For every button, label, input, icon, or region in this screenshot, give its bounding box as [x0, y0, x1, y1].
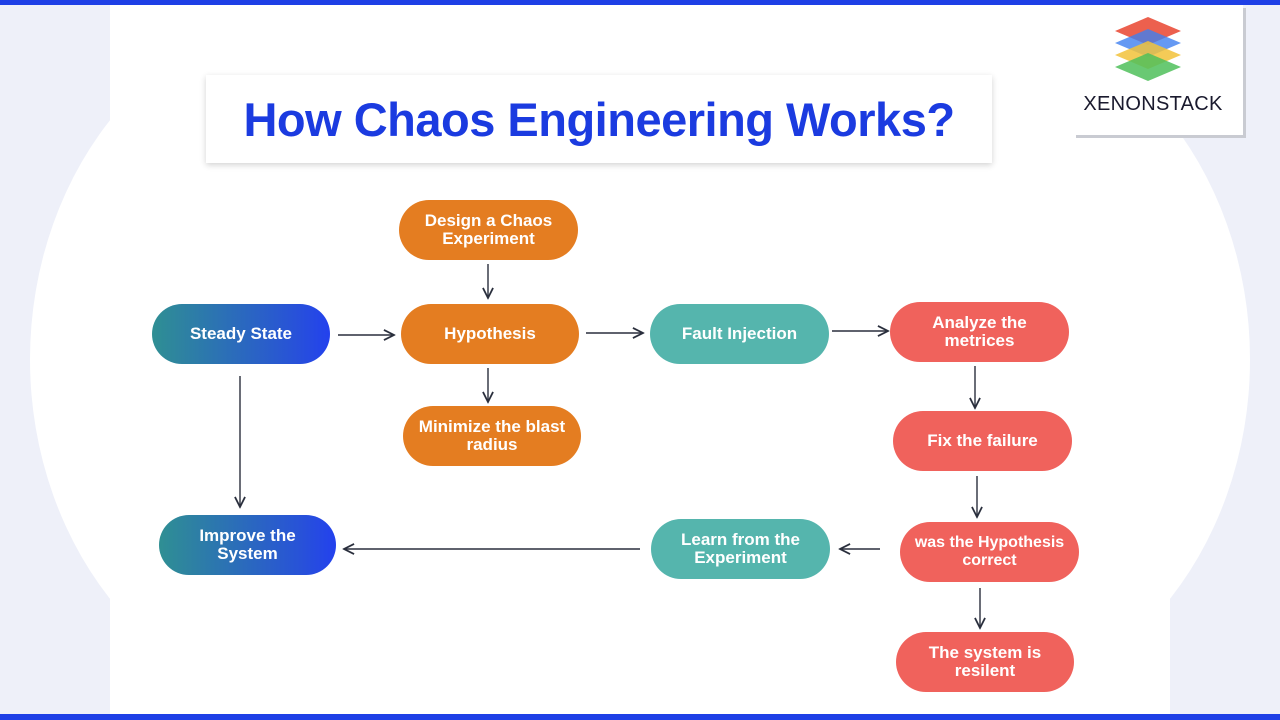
top-accent-bar	[0, 0, 1280, 5]
node-improve-system: Improve the System	[159, 515, 336, 575]
title-card: How Chaos Engineering Works?	[206, 75, 992, 163]
node-design-experiment: Design a Chaos Experiment	[399, 200, 578, 260]
page-title: How Chaos Engineering Works?	[243, 92, 955, 146]
node-hypothesis: Hypothesis	[401, 304, 579, 364]
node-fix-failure: Fix the failure	[893, 411, 1072, 471]
logo-text: XENONSTACK	[1083, 93, 1223, 115]
node-analyze-metrices: Analyze the metrices	[890, 302, 1069, 362]
layers-logo-icon	[1115, 17, 1181, 81]
node-hypothesis-correct: was the Hypothesis correct	[900, 522, 1079, 582]
node-steady-state: Steady State	[152, 304, 330, 364]
node-fault-injection: Fault Injection	[650, 304, 829, 364]
node-system-resilent: The system is resilent	[896, 632, 1074, 692]
bottom-accent-bar	[0, 714, 1280, 720]
node-learn-experiment: Learn from the Experiment	[651, 519, 830, 579]
logo-card: XENONSTACK	[1073, 5, 1243, 135]
node-minimize-blast-radius: Minimize the blast radius	[403, 406, 581, 466]
